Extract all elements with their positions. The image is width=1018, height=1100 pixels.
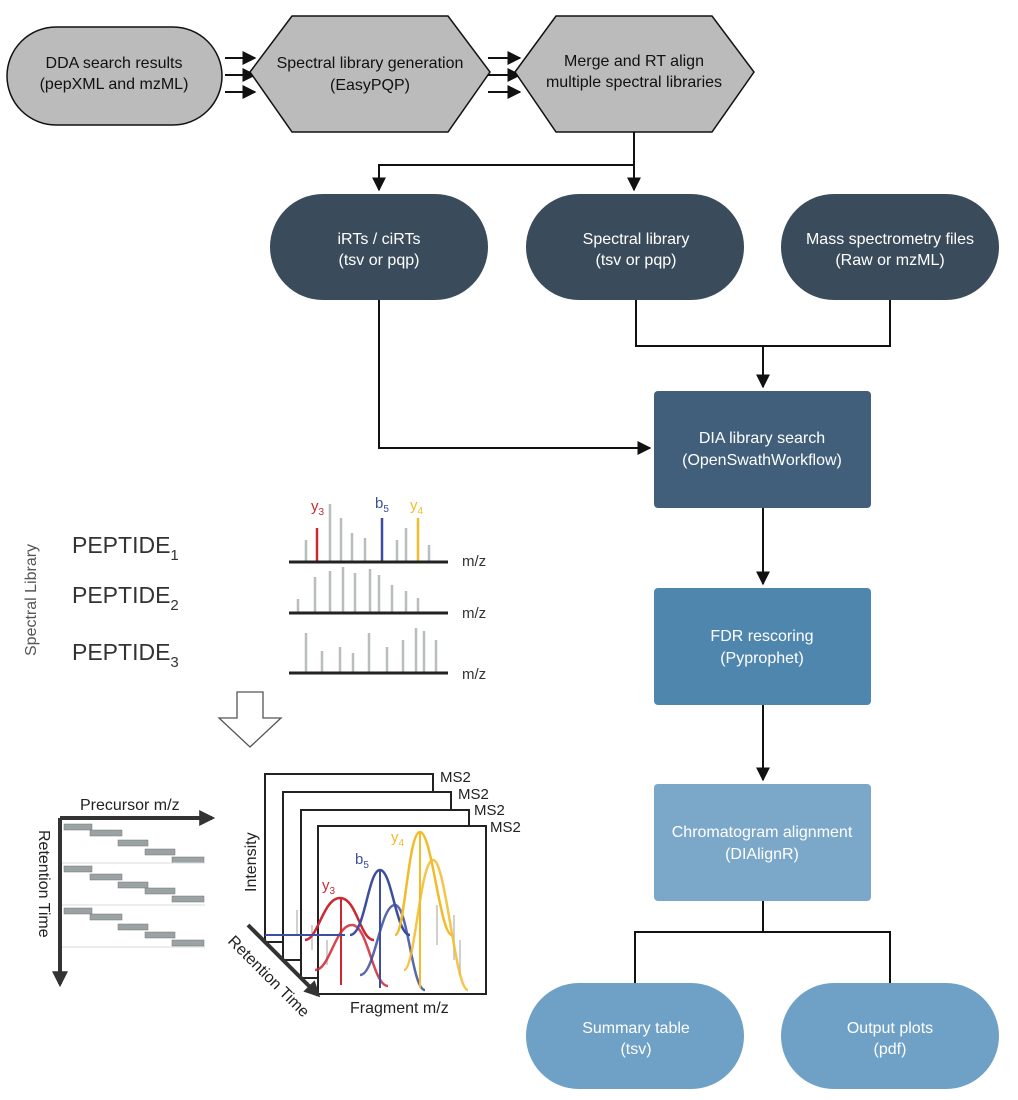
ms2-label-1: MS2 xyxy=(440,769,471,786)
connectors-to-outputs xyxy=(634,901,891,984)
spectrum-2 xyxy=(289,567,448,615)
arrows-dda-to-libgen xyxy=(225,51,257,99)
node-fdr-rescoring: FDR rescoring (Pyprophet) xyxy=(654,588,871,705)
spectrum-3 xyxy=(289,628,448,675)
spectrum-1 xyxy=(289,504,448,564)
retention-time-label: Retention Time xyxy=(35,830,52,938)
window-blocks xyxy=(63,823,205,947)
node-chromatogram-alignment: Chromatogram alignment (DIAlignR) xyxy=(654,784,871,901)
node-irts-cirts: iRTs / ciRTs (tsv or pqp) xyxy=(270,194,488,300)
spectral-library-illustration: Spectral Library PEPTIDE1 PEPTIDE2 PEPTI… xyxy=(23,495,486,748)
fdr-line1: FDR rescoring xyxy=(710,628,813,645)
irt-line1: iRTs / ciRTs xyxy=(338,231,421,248)
dda-line1: DDA search results xyxy=(46,55,183,72)
libgen-line2: (EasyPQP) xyxy=(330,77,410,94)
mz-label-1: m/z xyxy=(462,553,486,570)
connector-merge-split xyxy=(372,132,641,192)
chrom-line1: Chromatogram alignment xyxy=(672,824,853,841)
fdr-line2: (Pyprophet) xyxy=(720,650,804,667)
chromatogram-illustration: MS2 MS2 MS2 MS2 y3 b5 y4 Intensit xyxy=(224,769,521,1021)
chrom-line2: (DIAlignR) xyxy=(725,846,799,863)
plots-line2: (pdf) xyxy=(874,1041,907,1058)
node-dia-library-search: DIA library search (OpenSwathWorkflow) xyxy=(654,391,871,508)
dia-window-schematic: Precursor m/z Retention Time xyxy=(35,797,216,988)
peptide-2-label: PEPTIDE2 xyxy=(72,582,179,614)
node-mass-spec-files: Mass spectrometry files (Raw or mzML) xyxy=(781,194,999,300)
ms2-label-3: MS2 xyxy=(474,802,505,819)
msfiles-line2: (Raw or mzML) xyxy=(835,252,944,269)
cycle-dividers xyxy=(62,862,205,948)
peptide-3-label: PEPTIDE3 xyxy=(72,639,179,671)
node-dda-search-results: DDA search results (pepXML and mzML) xyxy=(6,26,223,126)
speclib-line2: (tsv or pqp) xyxy=(596,252,677,269)
connectors-to-dia xyxy=(378,300,891,455)
arrows-libgen-to-merge xyxy=(488,51,522,99)
summary-line1: Summary table xyxy=(582,1020,690,1037)
hollow-down-arrow-icon xyxy=(217,691,283,748)
ms2-label-4: MS2 xyxy=(490,819,521,836)
ion-y3-label: y3 xyxy=(311,498,325,518)
retention-time-diagonal-arrow xyxy=(246,923,321,998)
libgen-line1: Spectral library generation xyxy=(277,55,464,72)
node-output-plots: Output plots (pdf) xyxy=(781,983,999,1089)
irt-line2: (tsv or pqp) xyxy=(339,252,420,269)
dia-line2: (OpenSwathWorkflow) xyxy=(682,452,842,469)
node-summary-table: Summary table (tsv) xyxy=(526,983,744,1089)
mz-label-2: m/z xyxy=(462,605,486,622)
speclib-line1: Spectral library xyxy=(583,231,690,248)
ion-b5-label: b5 xyxy=(375,495,389,515)
fragment-mz-axis-label: Fragment m/z xyxy=(350,1000,449,1017)
dia-line1: DIA library search xyxy=(699,430,825,447)
merge-line2: multiple spectral libraries xyxy=(546,74,722,91)
intensity-axis-label: Intensity xyxy=(243,832,260,892)
precursor-mz-label: Precursor m/z xyxy=(80,797,180,814)
node-merge-rt-align: Merge and RT align multiple spectral lib… xyxy=(514,15,755,133)
ms2-label-2: MS2 xyxy=(458,786,489,803)
plots-line1: Output plots xyxy=(847,1020,933,1037)
msfiles-line1: Mass spectrometry files xyxy=(806,231,974,248)
merge-line1: Merge and RT align xyxy=(564,53,704,70)
chrom-y4-label: y4 xyxy=(391,829,405,849)
node-spectral-library: Spectral library (tsv or pqp) xyxy=(526,194,744,300)
ms2-boxes xyxy=(264,773,487,995)
ion-y4-label: y4 xyxy=(410,497,424,517)
summary-line2: (tsv) xyxy=(620,1041,651,1058)
mz-label-3: m/z xyxy=(462,666,486,683)
dda-line2: (pepXML and mzML) xyxy=(40,76,189,93)
node-spectral-library-generation: Spectral library generation (EasyPQP) xyxy=(249,15,491,133)
chrom-b5-label: b5 xyxy=(355,851,369,871)
peptide-1-label: PEPTIDE1 xyxy=(72,532,179,564)
chrom-y3-label: y3 xyxy=(322,877,336,897)
spectral-library-axis-label: Spectral Library xyxy=(23,544,40,656)
